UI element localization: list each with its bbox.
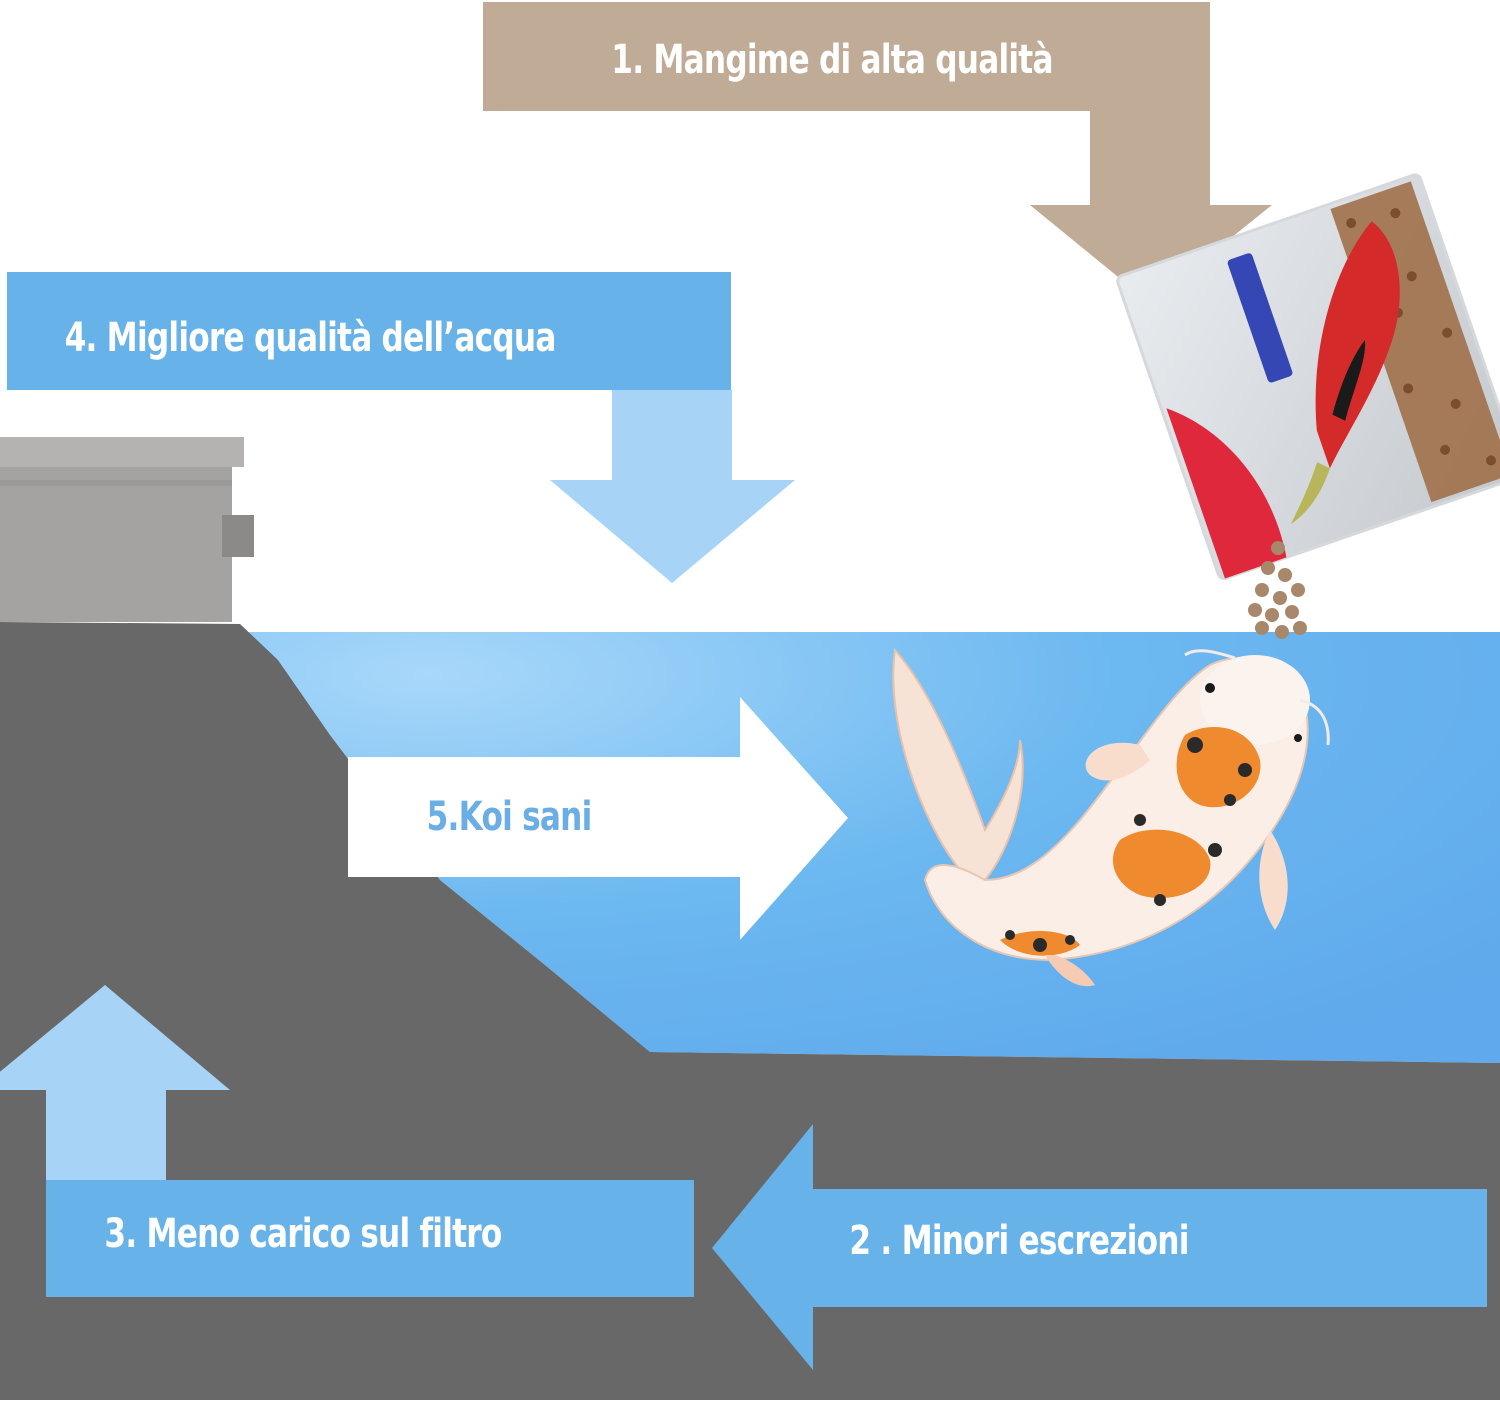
step-3-label: 3. Meno carico sul filtro (104, 1211, 502, 1257)
arrow-5-healthy-koi (348, 697, 848, 940)
step-2-label: 2 . Minori escrezioni (849, 1218, 1189, 1264)
step-1-label: 1. Mangime di alta qualità (611, 37, 1053, 83)
arrow-2-fewer-excretions (712, 1124, 1487, 1370)
arrow-4-water-quality (7, 272, 795, 583)
falling-pellets (1248, 541, 1307, 639)
step-5-label: 5.Koi sani (426, 794, 593, 840)
koi-fish-image (892, 647, 1330, 987)
arrow-1-feed (483, 2, 1272, 303)
arrow-3-less-filter-load (0, 985, 694, 1297)
feed-bag-image (1116, 173, 1500, 580)
step-4-label: 4. Migliore qualità dell’acqua (64, 315, 557, 361)
filter-unit (0, 437, 254, 622)
